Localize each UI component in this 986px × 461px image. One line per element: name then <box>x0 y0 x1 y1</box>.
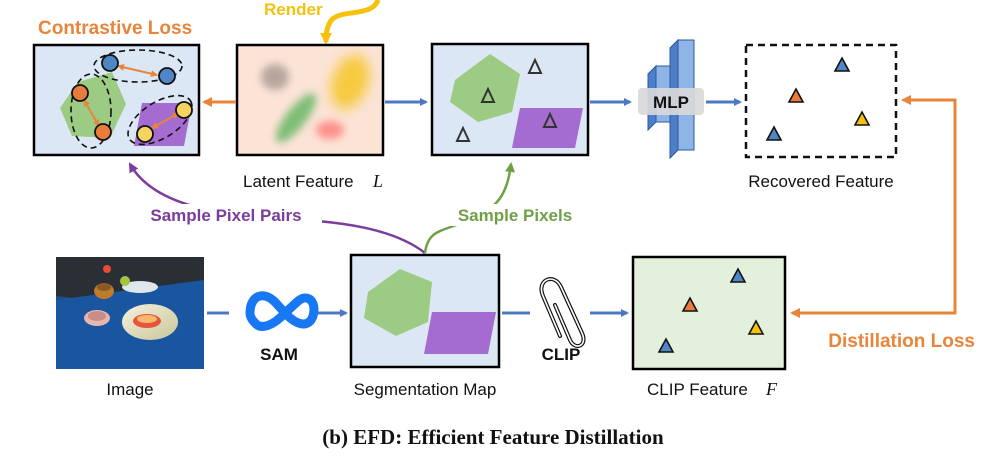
sample-triangle <box>455 125 471 142</box>
sample-triangle <box>480 86 496 103</box>
contrastive-loss-label: Contrastive Loss <box>38 18 192 39</box>
latent-feature-label: Latent Feature <box>243 172 354 191</box>
render-arrow <box>320 0 381 45</box>
segmentation-map-label: Segmentation Map <box>354 380 497 399</box>
orange-pair-ellipse <box>70 73 112 149</box>
triangle-orange <box>681 296 699 312</box>
sample-triangle <box>542 111 558 128</box>
blue-pair-ellipse <box>93 49 183 83</box>
figure-caption: (b) EFD: Efficient Feature Distillation <box>322 425 664 449</box>
clip-feature-label: CLIP Feature <box>647 380 748 399</box>
triangle-blue <box>657 337 675 353</box>
triangle-blue <box>765 125 783 141</box>
input-image <box>56 257 204 369</box>
triangle-yellow <box>747 319 765 335</box>
latent-feature-panel <box>235 43 385 157</box>
mlp-label: MLP <box>653 93 689 112</box>
sample-pixels-label: Sample Pixels <box>458 206 572 225</box>
triangle-blue <box>729 267 747 283</box>
mlp-block: MLP <box>638 38 704 160</box>
recovered-feature-label: Recovered Feature <box>748 172 894 191</box>
triangle-blue <box>833 56 851 72</box>
clip-feature-symbol: F <box>765 379 778 399</box>
yellow-pair-ellipse <box>127 94 193 146</box>
yellow-point-1 <box>136 125 154 143</box>
contrastive-panel <box>32 43 201 157</box>
sampled-panel <box>430 42 590 157</box>
orange-point-1 <box>71 84 89 102</box>
blue-point-2 <box>158 67 176 85</box>
triangle-yellow <box>853 110 871 126</box>
yellow-point-2 <box>175 101 193 119</box>
clip-label: CLIP <box>542 345 581 364</box>
distillation-loss-label: Distillation Loss <box>828 331 975 352</box>
clip-feature-panel <box>631 255 787 371</box>
blue-point-1 <box>101 54 119 72</box>
image-label: Image <box>106 380 153 399</box>
latent-feature-symbol: L <box>372 171 383 191</box>
paperclip-icon <box>539 277 586 349</box>
render-label: Render <box>264 0 323 19</box>
segmentation-map-panel <box>349 253 501 369</box>
triangle-orange <box>787 87 805 103</box>
meta-logo-icon <box>245 291 319 331</box>
recovered-feature-panel <box>744 43 898 159</box>
sample-triangle <box>527 57 543 74</box>
render-label-group: Render <box>264 0 381 45</box>
orange-point-2 <box>94 123 112 141</box>
sample-pixel-pairs-label: Sample Pixel Pairs <box>150 206 301 225</box>
sam-label: SAM <box>260 345 298 364</box>
